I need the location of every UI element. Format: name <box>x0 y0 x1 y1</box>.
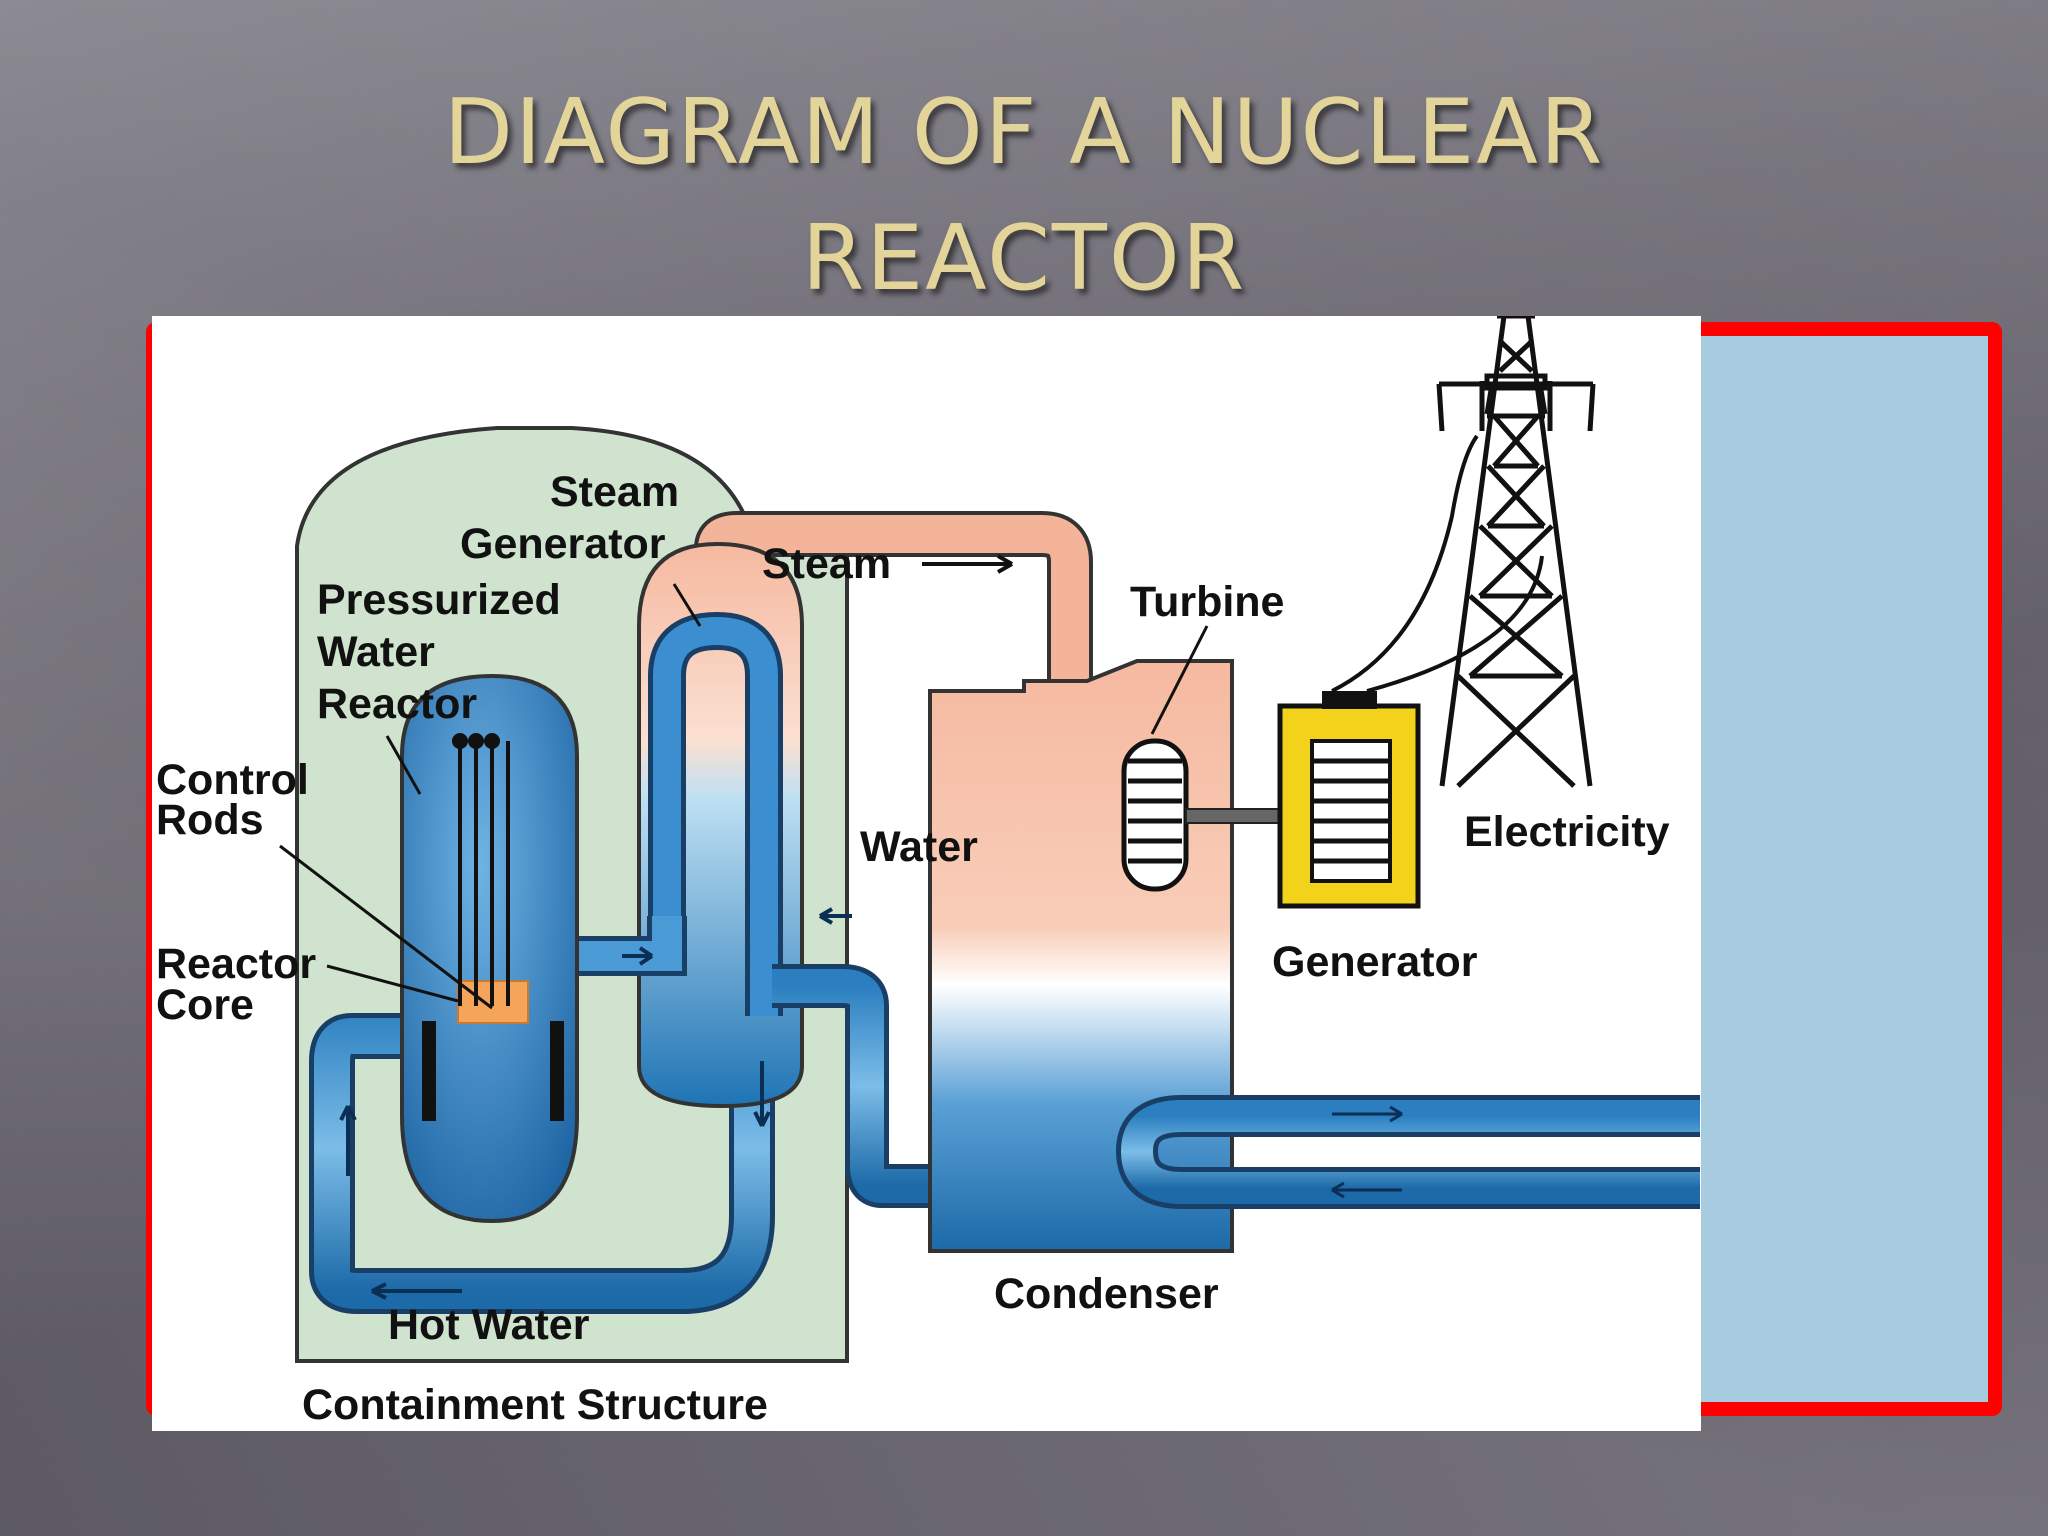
turbine-leader-line <box>1150 625 1209 735</box>
pwr-leader-line <box>385 735 422 795</box>
label-electricity: Electricity <box>1464 808 1670 856</box>
label-control-rods-line2: Rods <box>156 796 264 844</box>
label-pressurized-line2: Water <box>317 628 435 676</box>
diagram-svg: Steam Generator Steam Pressurized Water … <box>156 316 1700 1429</box>
power-line-2 <box>1366 555 1544 693</box>
generator <box>1277 691 1421 909</box>
water-return-arrow <box>818 907 852 925</box>
label-turbine: Turbine <box>1130 578 1284 626</box>
label-hot-water: Hot Water <box>388 1301 590 1349</box>
transmission-tower <box>1436 316 1596 788</box>
sg-leader-line <box>672 583 702 627</box>
label-steam: Steam <box>762 540 891 588</box>
title-line-2: REACTOR <box>801 206 1247 311</box>
riser-arrow <box>339 1105 357 1176</box>
label-condenser: Condenser <box>994 1270 1219 1318</box>
label-steam-generator-line1: Steam <box>550 468 679 516</box>
label-water: Water <box>860 823 978 871</box>
core-wall-left <box>422 1021 436 1121</box>
power-line-1 <box>1331 434 1479 693</box>
sg-flow-arrow <box>753 1061 771 1127</box>
steam-arrow <box>922 554 1013 574</box>
reactor-vessel <box>400 673 579 1224</box>
turbine <box>1121 738 1189 892</box>
label-pressurized-line3: Reactor <box>317 680 477 728</box>
label-reactor-core-line1: Reactor <box>156 940 316 988</box>
title-line-1: DIAGRAM OF A NUCLEAR <box>443 80 1605 185</box>
label-steam-generator-line2: Generator <box>460 520 666 568</box>
slide-title: DIAGRAM OF A NUCLEAR REACTOR <box>0 70 2048 322</box>
label-pressurized-line1: Pressurized <box>317 576 561 624</box>
label-control-rods-line1: Control <box>156 756 309 804</box>
label-containment: Containment Structure <box>302 1381 768 1429</box>
rods-leader-line <box>279 844 493 1010</box>
hot-water-arrow <box>371 1282 462 1300</box>
core-leader-line <box>326 964 459 1003</box>
core-wall-right <box>550 1021 564 1121</box>
label-generator: Generator <box>1272 938 1478 986</box>
reactor-diagram: Steam Generator Steam Pressurized Water … <box>152 316 1701 1431</box>
label-reactor-core-line2: Core <box>156 981 254 1029</box>
condenser-building <box>928 659 1234 1253</box>
control-rods <box>452 733 510 1006</box>
